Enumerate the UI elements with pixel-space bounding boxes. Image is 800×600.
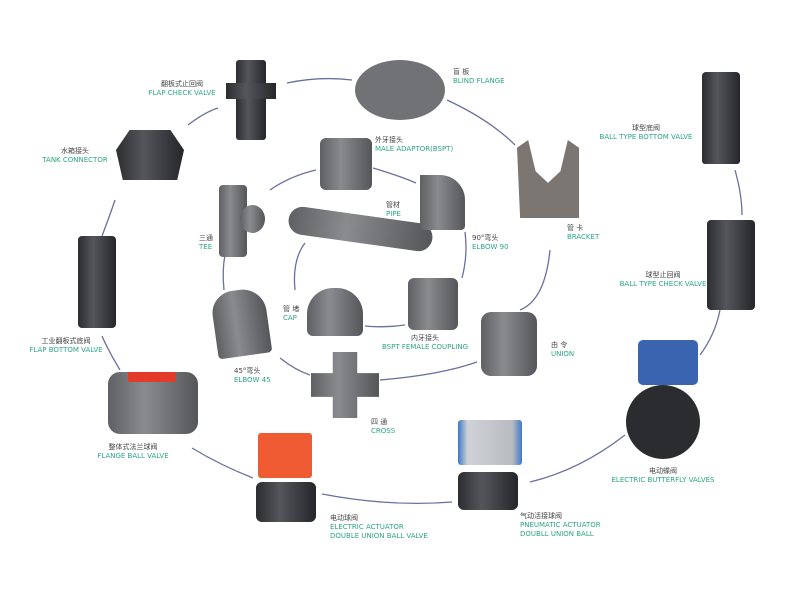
elbow-90-image xyxy=(420,175,465,230)
connector-line xyxy=(446,99,516,146)
flange-ball-valve-image xyxy=(108,372,198,434)
connector-line xyxy=(187,107,219,126)
ball-type-check-valve-image xyxy=(707,220,755,310)
blind-flange-image xyxy=(355,60,445,120)
connector-line xyxy=(379,361,478,381)
connector-line xyxy=(101,335,121,371)
electric-actuator-image xyxy=(258,433,312,478)
electric-ball-valve-body-image xyxy=(256,482,316,522)
flange-ball-valve-handle xyxy=(128,372,176,382)
flap-check-valve-image-body xyxy=(226,83,276,99)
connector-line xyxy=(364,324,406,328)
connector-line xyxy=(101,199,116,237)
butterfly-actuator-image xyxy=(638,340,698,385)
connector-line xyxy=(699,309,721,356)
butterfly-valve-image xyxy=(626,385,700,459)
connector-line xyxy=(529,434,626,483)
pneumatic-ball-valve-body-image xyxy=(458,472,518,510)
connector-line xyxy=(286,77,353,84)
ball-type-bottom-valve-image xyxy=(702,72,740,164)
pneumatic-actuator-image xyxy=(458,420,522,465)
male-adaptor-image xyxy=(320,138,372,190)
flap-check-valve-image xyxy=(236,60,266,140)
connector-line xyxy=(222,254,226,291)
union-image xyxy=(481,312,537,376)
connector-line xyxy=(269,169,317,191)
connector-line xyxy=(372,167,417,184)
connector-line xyxy=(293,242,306,291)
flap-bottom-valve-image xyxy=(78,236,116,328)
cap-image xyxy=(307,288,363,336)
tee-image-branch xyxy=(240,205,265,233)
connector-line xyxy=(461,231,467,279)
connector-line xyxy=(519,249,551,311)
connector-line xyxy=(279,357,311,376)
connector-line xyxy=(191,447,254,479)
tank-connector-image xyxy=(116,130,184,180)
connector-line xyxy=(321,493,453,505)
bspt-female-coupling-image xyxy=(408,278,458,330)
connector-line xyxy=(734,169,743,216)
